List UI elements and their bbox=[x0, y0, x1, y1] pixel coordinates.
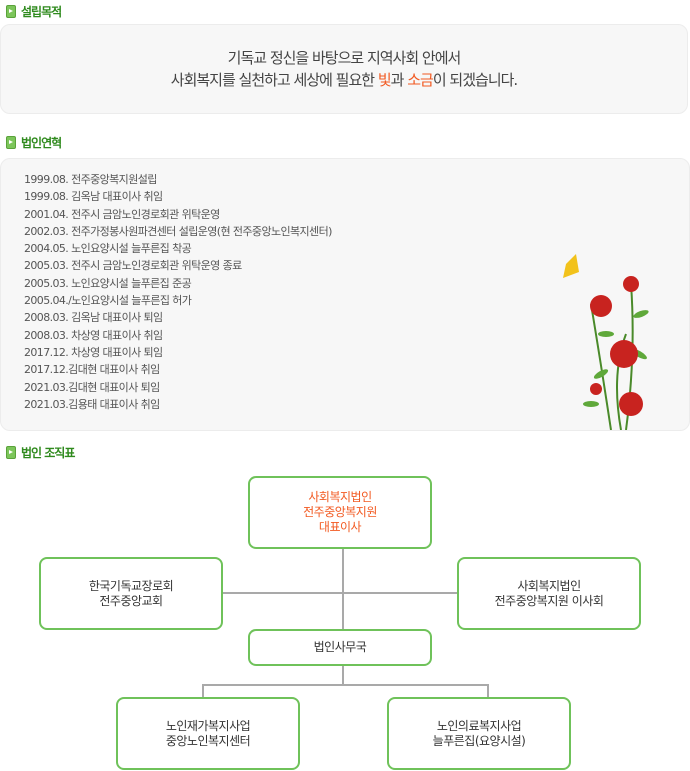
t: 전주중앙교회 bbox=[99, 593, 163, 608]
history-item: 1999.08. 전주중앙복지원설립 bbox=[24, 173, 157, 186]
purpose-line-1: 기독교 정신을 바탕으로 지역사회 안에서 bbox=[227, 49, 462, 67]
history-item: 2008.03. 김옥남 대표이사 퇴임 bbox=[24, 311, 163, 325]
history-item: 2017.12.김대현 대표이사 취임 bbox=[24, 363, 160, 377]
section-label: 설립목적 bbox=[21, 5, 62, 19]
connector bbox=[487, 684, 489, 697]
text: 과 bbox=[390, 71, 408, 89]
highlight-light: 빛 bbox=[377, 71, 392, 89]
connector bbox=[222, 592, 457, 594]
flower-illustration bbox=[563, 254, 649, 430]
history-item: 2001.04. 전주시 금암노인경로회관 위탁운영 bbox=[24, 207, 220, 221]
history-box: 1999.08. 전주중앙복지원설립 1999.08. 김옥남 대표이사 취임 20… bbox=[0, 158, 690, 431]
t: 한국기독교장로회 bbox=[88, 578, 174, 593]
t: 전주중앙복지원 bbox=[303, 505, 377, 519]
connector bbox=[202, 684, 204, 697]
t: 늘푸른집(요양시설) bbox=[432, 733, 526, 748]
t: 노인의료복지사업 bbox=[436, 718, 522, 733]
text: 사회복지를 실천하고 세상에 필요한 bbox=[170, 71, 378, 89]
history-item: 2005.03. 전주시 금암노인경로회관 위탁운영 종료 bbox=[24, 259, 242, 273]
section-title-purpose: 설립목적 bbox=[6, 3, 62, 20]
highlight-salt: 소금 bbox=[407, 71, 434, 89]
t: 사회복지법인 bbox=[308, 490, 372, 504]
bullet-icon bbox=[6, 136, 16, 149]
butterfly-icon bbox=[563, 254, 579, 278]
section-label: 법인연혁 bbox=[21, 136, 62, 150]
section-title-org: 법인 조직표 bbox=[6, 444, 75, 461]
section-label: 법인 조직표 bbox=[21, 446, 75, 460]
bullet-icon bbox=[6, 446, 16, 459]
history-item: 2004.05. 노인요양시설 늘푸른집 착공 bbox=[24, 242, 192, 256]
connector bbox=[202, 684, 489, 686]
history-item: 2005.04./노인요양시설 늘푸른집 허가 bbox=[24, 294, 192, 308]
connector bbox=[342, 548, 344, 629]
purpose-line-2: 사회복지를 실천하고 세상에 필요한 빛과 소금이 되겠습니다. bbox=[1, 69, 687, 91]
purpose-box: 기독교 정신을 바탕으로 지역사회 안에서 사회복지를 실천하고 세상에 필요한… bbox=[0, 24, 688, 114]
history-item: 2017.12. 차상영 대표이사 퇴임 bbox=[24, 345, 163, 359]
section-title-history: 법인연혁 bbox=[6, 134, 62, 151]
text: 이 되겠습니다. bbox=[432, 71, 518, 89]
org-office: 법인사무국 bbox=[248, 629, 432, 666]
t: 법인사무국 bbox=[313, 640, 367, 654]
t: 대표이사 bbox=[318, 520, 362, 534]
history-item: 2021.03.김용태 대표이사 취임 bbox=[24, 397, 160, 411]
history-item: 2021.03.김대현 대표이사 퇴임 bbox=[24, 380, 160, 394]
history-item: 1999.08. 김옥남 대표이사 취임 bbox=[24, 190, 163, 204]
t: 사회복지법인 bbox=[517, 578, 581, 593]
t: 중앙노인복지센터 bbox=[165, 733, 251, 748]
history-item: 2002.03. 전주가정봉사원파견센터 설립운영(현 전주중앙노인복지센터) bbox=[24, 224, 332, 238]
history-item: 2008.03. 차상영 대표이사 취임 bbox=[24, 328, 163, 342]
connector bbox=[342, 665, 344, 685]
bullet-icon bbox=[6, 5, 16, 18]
t: 노인재가복지사업 bbox=[165, 718, 251, 733]
t: 전주중앙복지원 이사회 bbox=[494, 593, 604, 608]
history-list: 1999.08. 전주중앙복지원설립 1999.08. 김옥남 대표이사 취임 20… bbox=[1, 159, 689, 413]
history-item: 2005.03. 노인요양시설 늘푸른집 준공 bbox=[24, 276, 192, 290]
